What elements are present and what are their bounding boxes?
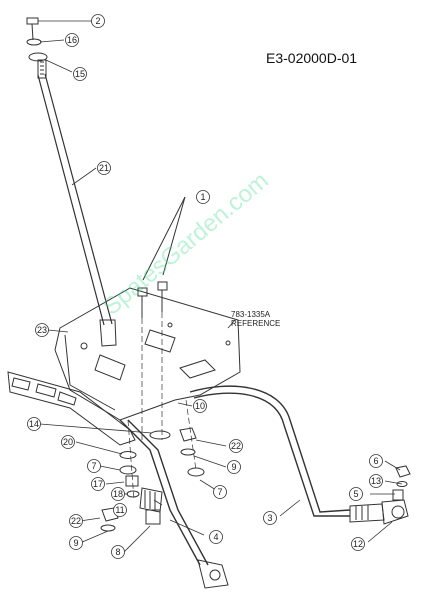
callout-label: 6 [373, 456, 378, 466]
callout-label: 21 [99, 163, 109, 173]
bolt-top [26, 17, 39, 41]
callout-label: 13 [371, 476, 381, 486]
washer-7-left [119, 465, 137, 475]
callout-label: 16 [67, 35, 77, 45]
nut-6 [395, 465, 411, 478]
callout-label: 5 [353, 489, 358, 499]
callout-label: 11 [115, 505, 124, 515]
nut-22-left [101, 507, 119, 522]
washer-7-right [187, 467, 205, 477]
callout-bubbles: 1 2 3 4 5 6 7 7 8 9 9 10 11 12 13 14 15 … [27, 14, 383, 559]
callout-label: 14 [29, 419, 39, 429]
link-rod [119, 419, 229, 589]
washer-20 [119, 451, 137, 459]
callout-label: 10 [195, 401, 205, 411]
washer-9-right [180, 448, 196, 456]
callout-label: 23 [37, 325, 47, 335]
reference-word: REFERENCE [231, 319, 281, 328]
leader-lines [38, 20, 403, 553]
callout-label: 3 [267, 513, 272, 523]
reference-note: 783-1335A REFERENCE [231, 310, 301, 328]
callout-label: 7 [91, 461, 96, 471]
callout-label: 9 [231, 462, 236, 472]
callout-label: 22 [71, 516, 81, 526]
steering-plate [54, 287, 241, 421]
gear-sector [139, 487, 163, 513]
washer-14 [149, 430, 171, 440]
callout-label: 17 [93, 479, 103, 489]
washer-15 [28, 52, 48, 62]
drag-link [189, 385, 385, 523]
frame-rail [7, 371, 136, 446]
bushing-8 [145, 509, 161, 525]
washer-9-left [100, 524, 116, 532]
nut-22-right [179, 427, 197, 442]
callout-label: 7 [217, 487, 222, 497]
bolt-pair [137, 196, 186, 318]
bushing-17 [125, 475, 139, 487]
callout-label: 8 [115, 547, 120, 557]
callout-label: 12 [353, 539, 363, 549]
reference-part-number: 783-1335A [231, 310, 271, 319]
callout-label: 20 [63, 437, 73, 447]
callout-label: 22 [231, 441, 241, 451]
washer-16 [26, 38, 42, 46]
steering-shaft [37, 59, 117, 347]
diagram-code: E3-02000D-01 [266, 50, 358, 66]
callout-label: 2 [95, 16, 100, 26]
callout-label: 1 [200, 192, 205, 202]
washer-13 [396, 481, 408, 487]
callout-label: 18 [113, 489, 123, 499]
centerlines [127, 312, 197, 501]
callout-label: 9 [73, 538, 78, 548]
ball-joint [381, 489, 409, 525]
callout-label: 4 [213, 532, 218, 542]
callout-label: 15 [75, 69, 85, 79]
washer-18 [126, 490, 140, 498]
